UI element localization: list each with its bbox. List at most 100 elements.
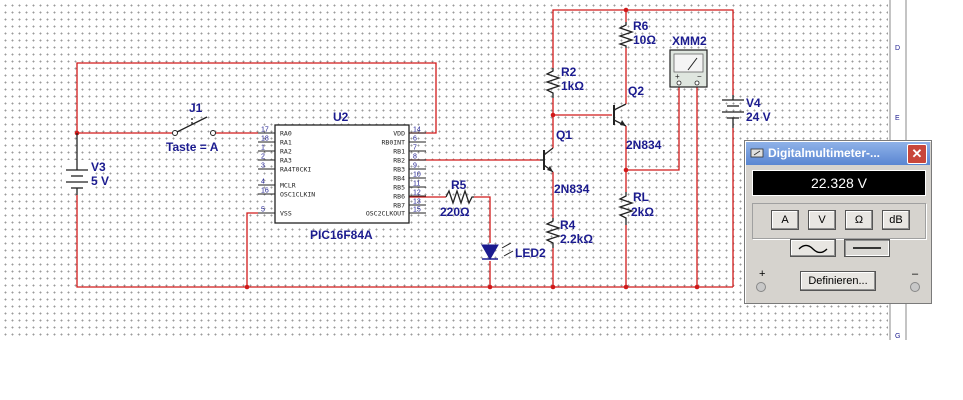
wire-xmm-plus[interactable] <box>626 86 680 171</box>
u2-right-pins: 14VDD6RB0INT7RB18RB29RB310RB411RB512RB61… <box>366 127 426 218</box>
wire-top-rail[interactable] <box>552 9 734 95</box>
plus-terminal-jack[interactable] <box>756 282 766 292</box>
v3-ref-label: V3 <box>91 160 106 174</box>
transistor-q2[interactable]: Q2 2N834 <box>613 84 662 152</box>
u2-pin-number: 17 <box>261 127 269 134</box>
v4-ref-label: V4 <box>746 96 761 110</box>
u2-pin-name: RB6 <box>393 193 405 201</box>
r4-value-label: 2.2kΩ <box>560 232 593 246</box>
u2-pin-name: RA3 <box>280 157 292 165</box>
battery-v4[interactable]: V4 24 V <box>722 95 771 128</box>
junction-dot <box>623 167 629 173</box>
u2-pin-name: RB2 <box>393 157 405 165</box>
u2-pin-number: 4 <box>261 179 265 186</box>
junction-dot <box>623 7 629 13</box>
u2-pin-name: VSS <box>280 210 292 218</box>
u2-pin-number: 12 <box>413 190 421 197</box>
u2-pin-name: RB7 <box>393 202 405 210</box>
resistor-rl[interactable]: RL 2kΩ <box>617 190 654 225</box>
dc-button[interactable] <box>844 239 890 257</box>
u2-pin-number: 8 <box>413 154 417 161</box>
close-icon: ✕ <box>911 146 923 161</box>
close-button[interactable]: ✕ <box>907 144 927 164</box>
u2-pin-number: 6 <box>413 136 417 143</box>
u2-pin-number: 18 <box>261 136 269 143</box>
u2-pin-name: RB1 <box>393 148 405 156</box>
u2-pin-name: RB5 <box>393 184 405 192</box>
minus-terminal-label: – <box>912 268 919 280</box>
u2-pin-name: OSC2CLKOUT <box>366 210 405 218</box>
switch-j1[interactable]: J1 Taste = A <box>166 101 219 154</box>
r4-ref-label: R4 <box>560 218 576 232</box>
window-title: Digitalmultimeter-... <box>768 146 881 160</box>
junction-dot <box>550 112 556 118</box>
resistor-r2[interactable]: R2 1kΩ <box>544 65 584 98</box>
u2-pin-name: VDD <box>393 130 405 138</box>
wire-vdd[interactable] <box>76 62 437 134</box>
u2-pin-number: 5 <box>261 207 265 214</box>
u2-ref-label: U2 <box>333 110 349 124</box>
u2-pin-number: 11 <box>413 181 420 188</box>
u2-pin-number: 13 <box>413 199 421 206</box>
plus-terminal-label: + <box>759 268 766 280</box>
multimeter-icon <box>750 148 764 158</box>
ac-button[interactable] <box>790 239 836 257</box>
battery-v3[interactable]: V3 5 V <box>62 133 109 195</box>
r5-value-label: 220Ω <box>440 205 470 219</box>
u2-pin-number: 1 <box>261 145 265 152</box>
led-led2[interactable]: LED2 <box>481 242 546 261</box>
u2-pin-number: 15 <box>413 207 421 214</box>
u2-pin-name: RB0INT <box>382 139 406 147</box>
led2-ref-label: LED2 <box>515 246 546 260</box>
wire-r5-led[interactable] <box>474 196 491 243</box>
v4-value-label: 24 V <box>746 110 771 124</box>
mode-button-ohm[interactable]: Ω <box>845 210 873 230</box>
define-settings-button[interactable]: Definieren... <box>800 271 876 291</box>
wire-net[interactable] <box>76 9 734 288</box>
window-titlebar[interactable]: Digitalmultimeter-... ✕ <box>746 142 930 165</box>
u2-pin-number: 2 <box>261 154 265 161</box>
resistor-r4[interactable]: R4 2.2kΩ <box>544 218 593 248</box>
u2-pin-name: OSC1CLKIN <box>280 191 315 199</box>
junction-dot <box>244 284 250 290</box>
q2-ref-label: Q2 <box>628 84 644 98</box>
u2-pin-number: 14 <box>413 127 421 134</box>
r6-ref-label: R6 <box>633 19 649 33</box>
minus-terminal-jack[interactable] <box>910 282 920 292</box>
junction-dot <box>487 284 493 290</box>
u2-pin-name: RB4 <box>393 175 405 183</box>
junction-dot <box>550 284 556 290</box>
u2-pin-number: 3 <box>261 163 265 170</box>
u2-pin-number: 16 <box>261 188 269 195</box>
q2-part-label: 2N834 <box>626 138 662 152</box>
r5-ref-label: R5 <box>451 178 467 192</box>
q1-ref-label: Q1 <box>556 128 572 142</box>
svg-text:+: + <box>675 72 680 81</box>
wire-vss[interactable] <box>246 212 258 287</box>
rl-value-label: 2kΩ <box>631 205 654 219</box>
mode-button-volt[interactable]: V <box>808 210 836 230</box>
u2-pin-name: RB3 <box>393 166 405 174</box>
u2-pin-number: 10 <box>413 172 421 179</box>
multimeter-xmm2[interactable]: + − XMM2 <box>669 34 708 88</box>
r2-value-label: 1kΩ <box>561 79 584 93</box>
mode-button-ampere[interactable]: A <box>771 210 799 230</box>
transistor-q1[interactable]: Q1 2N834 <box>540 128 590 196</box>
mode-button-group: A V Ω dB <box>752 203 926 239</box>
meter-readout: 22.328 V <box>752 170 926 196</box>
mode-button-db[interactable]: dB <box>882 210 910 230</box>
multimeter-window[interactable]: Digitalmultimeter-... ✕ 22.328 V A V Ω d… <box>744 140 932 304</box>
u2-pin-name: MCLR <box>280 182 296 190</box>
resistor-r5[interactable]: R5 220Ω <box>440 178 474 219</box>
u2-pin-name: RA1 <box>280 139 292 147</box>
resistor-r6[interactable]: R6 10Ω <box>617 19 656 48</box>
wire-ground[interactable] <box>76 195 733 288</box>
rl-ref-label: RL <box>633 190 649 204</box>
ac-wave-icon <box>798 244 828 254</box>
svg-text:−: − <box>697 72 702 81</box>
j1-key-label: Taste = A <box>166 140 219 154</box>
r6-value-label: 10Ω <box>633 33 656 47</box>
u2-pin-name: RA4T0CKI <box>280 166 311 174</box>
